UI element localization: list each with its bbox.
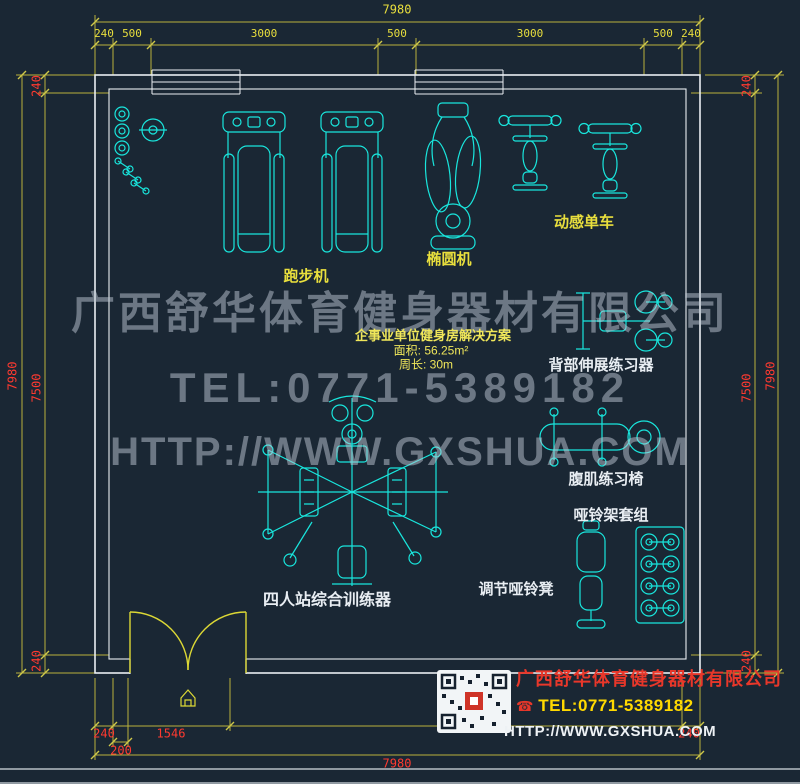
dim-bottom-200: 200 <box>110 743 132 758</box>
label-adjustable-bench: 调节哑铃凳 <box>478 580 554 598</box>
label-ab-chair: 腹肌练习椅 <box>568 470 644 488</box>
door-marker-icon <box>180 689 196 707</box>
qr-code <box>437 670 511 733</box>
dim-bottom-total: 7980 <box>382 756 412 771</box>
dim-top-seg-3000l: 3000 <box>250 26 278 40</box>
label-spin-bike: 动感单车 <box>553 213 615 231</box>
label-multi-station: 四人站综合训练器 <box>262 592 392 610</box>
adjustable-bench-drawing <box>576 520 606 629</box>
plan-area: 面积: 56.25m² <box>393 343 469 358</box>
footer-tel-row: ☎ TEL:0771-5389182 <box>516 696 694 716</box>
dim-top-seg-500l: 500 <box>122 26 142 40</box>
dim-left-top: 240 <box>29 75 44 97</box>
accessories-drawing <box>114 106 167 195</box>
dim-top-seg-500r: 500 <box>653 26 673 40</box>
back-extension-drawing <box>576 290 673 352</box>
window-2 <box>414 69 504 95</box>
label-back-extension: 背部伸展练习器 <box>548 356 654 374</box>
spin-bike-1-drawing <box>498 114 562 191</box>
dim-top-seg-240r: 240 <box>681 26 701 40</box>
dimension-lines <box>16 15 784 760</box>
label-treadmill: 跑步机 <box>283 267 329 285</box>
watermark-tel: TEL:0771-5389182 <box>169 363 631 411</box>
footer-tel: TEL:0771-5389182 <box>538 696 694 715</box>
dim-top-total: 7980 <box>382 2 412 17</box>
elliptical-drawing <box>424 102 482 250</box>
dim-right-inner: 7500 <box>739 373 754 403</box>
dim-left-bottom: 240 <box>29 650 44 672</box>
plan-title: 企事业单位健身房解决方案 <box>354 327 512 343</box>
dimension-ticks <box>17 17 783 760</box>
label-elliptical: 椭圆机 <box>426 250 472 268</box>
phone-icon: ☎ <box>516 698 534 714</box>
footer-company: 广西舒华体育健身器材有限公司 <box>516 669 782 689</box>
dim-right-outer: 7980 <box>763 361 778 391</box>
ab-chair-drawing <box>539 407 661 467</box>
title-block-border <box>0 768 800 784</box>
dim-top-seg-240l: 240 <box>94 26 114 40</box>
treadmill-2-drawing <box>320 111 384 253</box>
dim-top-seg-500m: 500 <box>387 26 407 40</box>
dumbbell-rack-drawing <box>635 526 685 624</box>
dim-top-seg-3000r: 3000 <box>516 26 544 40</box>
dim-bottom-240l: 240 <box>93 726 115 741</box>
door-drawing <box>129 611 247 673</box>
footer-url: HTTP://WWW.GXSHUA.COM <box>504 723 717 740</box>
plan-perimeter: 周长: 30m <box>398 357 454 372</box>
spin-bike-2-drawing <box>578 122 642 199</box>
watermark-url: HTTP://WWW.GXSHUA.COM <box>110 430 690 474</box>
dim-bottom-240r: 240 <box>678 726 700 741</box>
window-1 <box>151 69 241 95</box>
label-dumbbell-rack: 哑铃架套组 <box>573 506 649 524</box>
treadmill-1-drawing <box>222 111 286 253</box>
equipment-layer <box>114 102 685 629</box>
dim-left-outer: 7980 <box>5 361 20 391</box>
dim-right-top: 240 <box>739 75 754 97</box>
dim-left-inner: 7500 <box>29 373 44 403</box>
watermark-company: 广西舒华体育健身器材有限公司 <box>71 288 729 338</box>
dim-bottom-1546: 1546 <box>156 726 186 741</box>
multi-station-drawing <box>258 395 448 586</box>
